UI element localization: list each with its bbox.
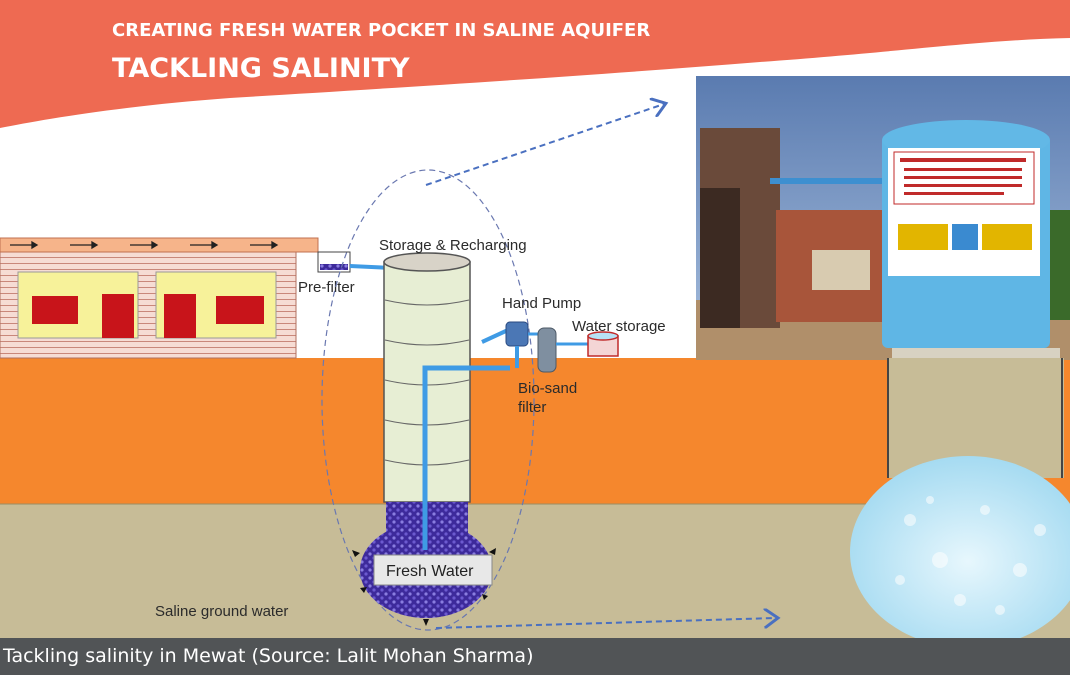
- pre-filter: [318, 252, 392, 272]
- flow-arrow-to-photo: [426, 104, 664, 185]
- header-subtitle: CREATING FRESH WATER POCKET IN SALINE AQ…: [112, 20, 650, 41]
- label-storage: Storage & Recharging: [379, 237, 527, 254]
- label-prefilter: Pre-filter: [298, 279, 355, 296]
- image-caption: Tackling salinity in Mewat (Source: Lali…: [0, 638, 1070, 675]
- label-saline: Saline ground water: [155, 603, 288, 620]
- label-fresh-water: Fresh Water: [386, 563, 474, 580]
- water-storage-tank: [588, 332, 618, 356]
- label-biosand-1: Bio-sand: [518, 380, 577, 397]
- diagram-canvas: CREATING FRESH WATER POCKET IN SALINE AQ…: [0, 0, 1070, 638]
- label-water-storage: Water storage: [572, 318, 666, 335]
- label-hand-pump: Hand Pump: [502, 295, 581, 312]
- tank-photo: [696, 76, 1070, 360]
- house: [0, 238, 318, 358]
- header-title: TACKLING SALINITY: [112, 53, 410, 84]
- label-biosand-2: filter: [518, 399, 546, 416]
